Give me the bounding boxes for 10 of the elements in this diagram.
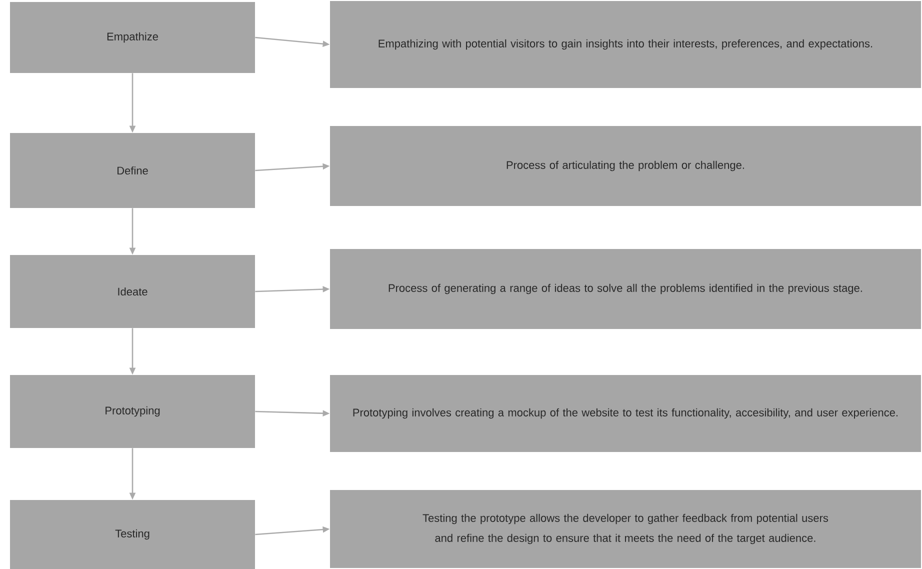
stage-box: Testing <box>10 500 255 569</box>
stage-box: Empathize <box>10 2 255 73</box>
stage-box: Prototyping <box>10 375 255 448</box>
description-box: Testing the prototype allows the developer to gather feedback from potential users and refine the design to ensure that it meets the need of the target audience. <box>330 490 921 568</box>
stage-box: Define <box>10 133 255 208</box>
description-box: Prototyping involves creating a mockup of the website to test its functionality, accesibility, and user experience. <box>330 375 921 452</box>
description-box: Empathizing with potential visitors to gain insights into their interests, preferences, and expectations. <box>330 1 921 88</box>
description-box: Process of generating a range of ideas to solve all the problems identified in the previous stage. <box>330 249 921 329</box>
stage-box: Ideate <box>10 255 255 328</box>
description-box: Process of articulating the problem or challenge. <box>330 126 921 206</box>
